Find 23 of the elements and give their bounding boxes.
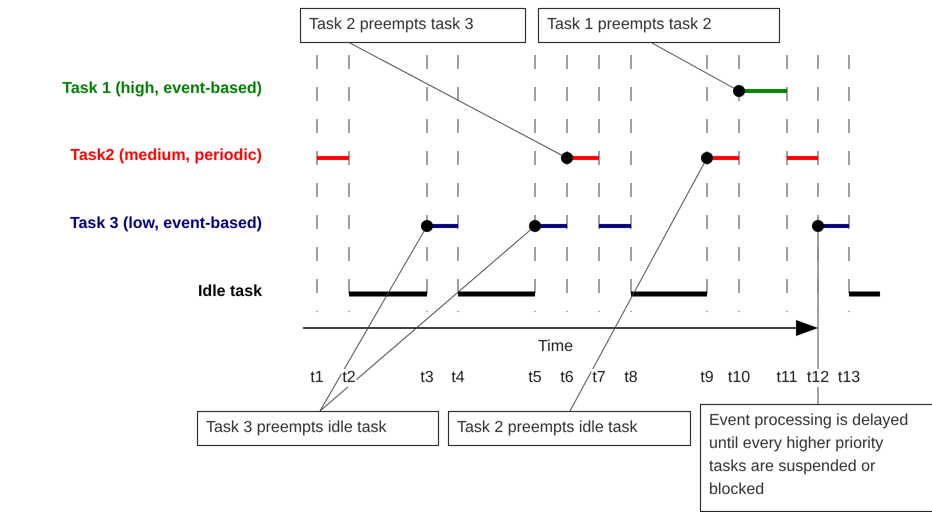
time-label: t12: [806, 369, 830, 387]
task-row-label: Task 3 (low, event-based): [70, 215, 262, 233]
event-dot: [701, 152, 713, 164]
event-dot: [529, 220, 541, 232]
callout-box: Task 3 preempts idle task: [197, 411, 439, 446]
event-dot: [733, 85, 745, 97]
callout-box: Task 1 preempts task 2: [538, 8, 780, 43]
leader-line: [320, 229, 531, 412]
time-label: t2: [341, 369, 357, 387]
callout-box: Task 2 preempts task 3: [300, 8, 526, 43]
axis-label: Time: [538, 338, 573, 356]
event-dot: [812, 220, 824, 232]
task-row-label: Idle task: [198, 283, 262, 301]
callout-box: Task 2 preempts idle task: [448, 411, 691, 446]
task-row-label: Task2 (medium, periodic): [70, 147, 262, 165]
leader-line: [320, 230, 424, 412]
task-row-label: Task 1 (high, event-based): [62, 80, 262, 98]
event-dot: [561, 152, 573, 164]
leader-line: [570, 162, 705, 412]
leader-line: [350, 42, 562, 156]
event-dot: [421, 220, 433, 232]
callout-box: Event processing is delayed until every higher priority tasks are suspended or blocked: [700, 404, 932, 512]
leader-line: [652, 42, 734, 89]
